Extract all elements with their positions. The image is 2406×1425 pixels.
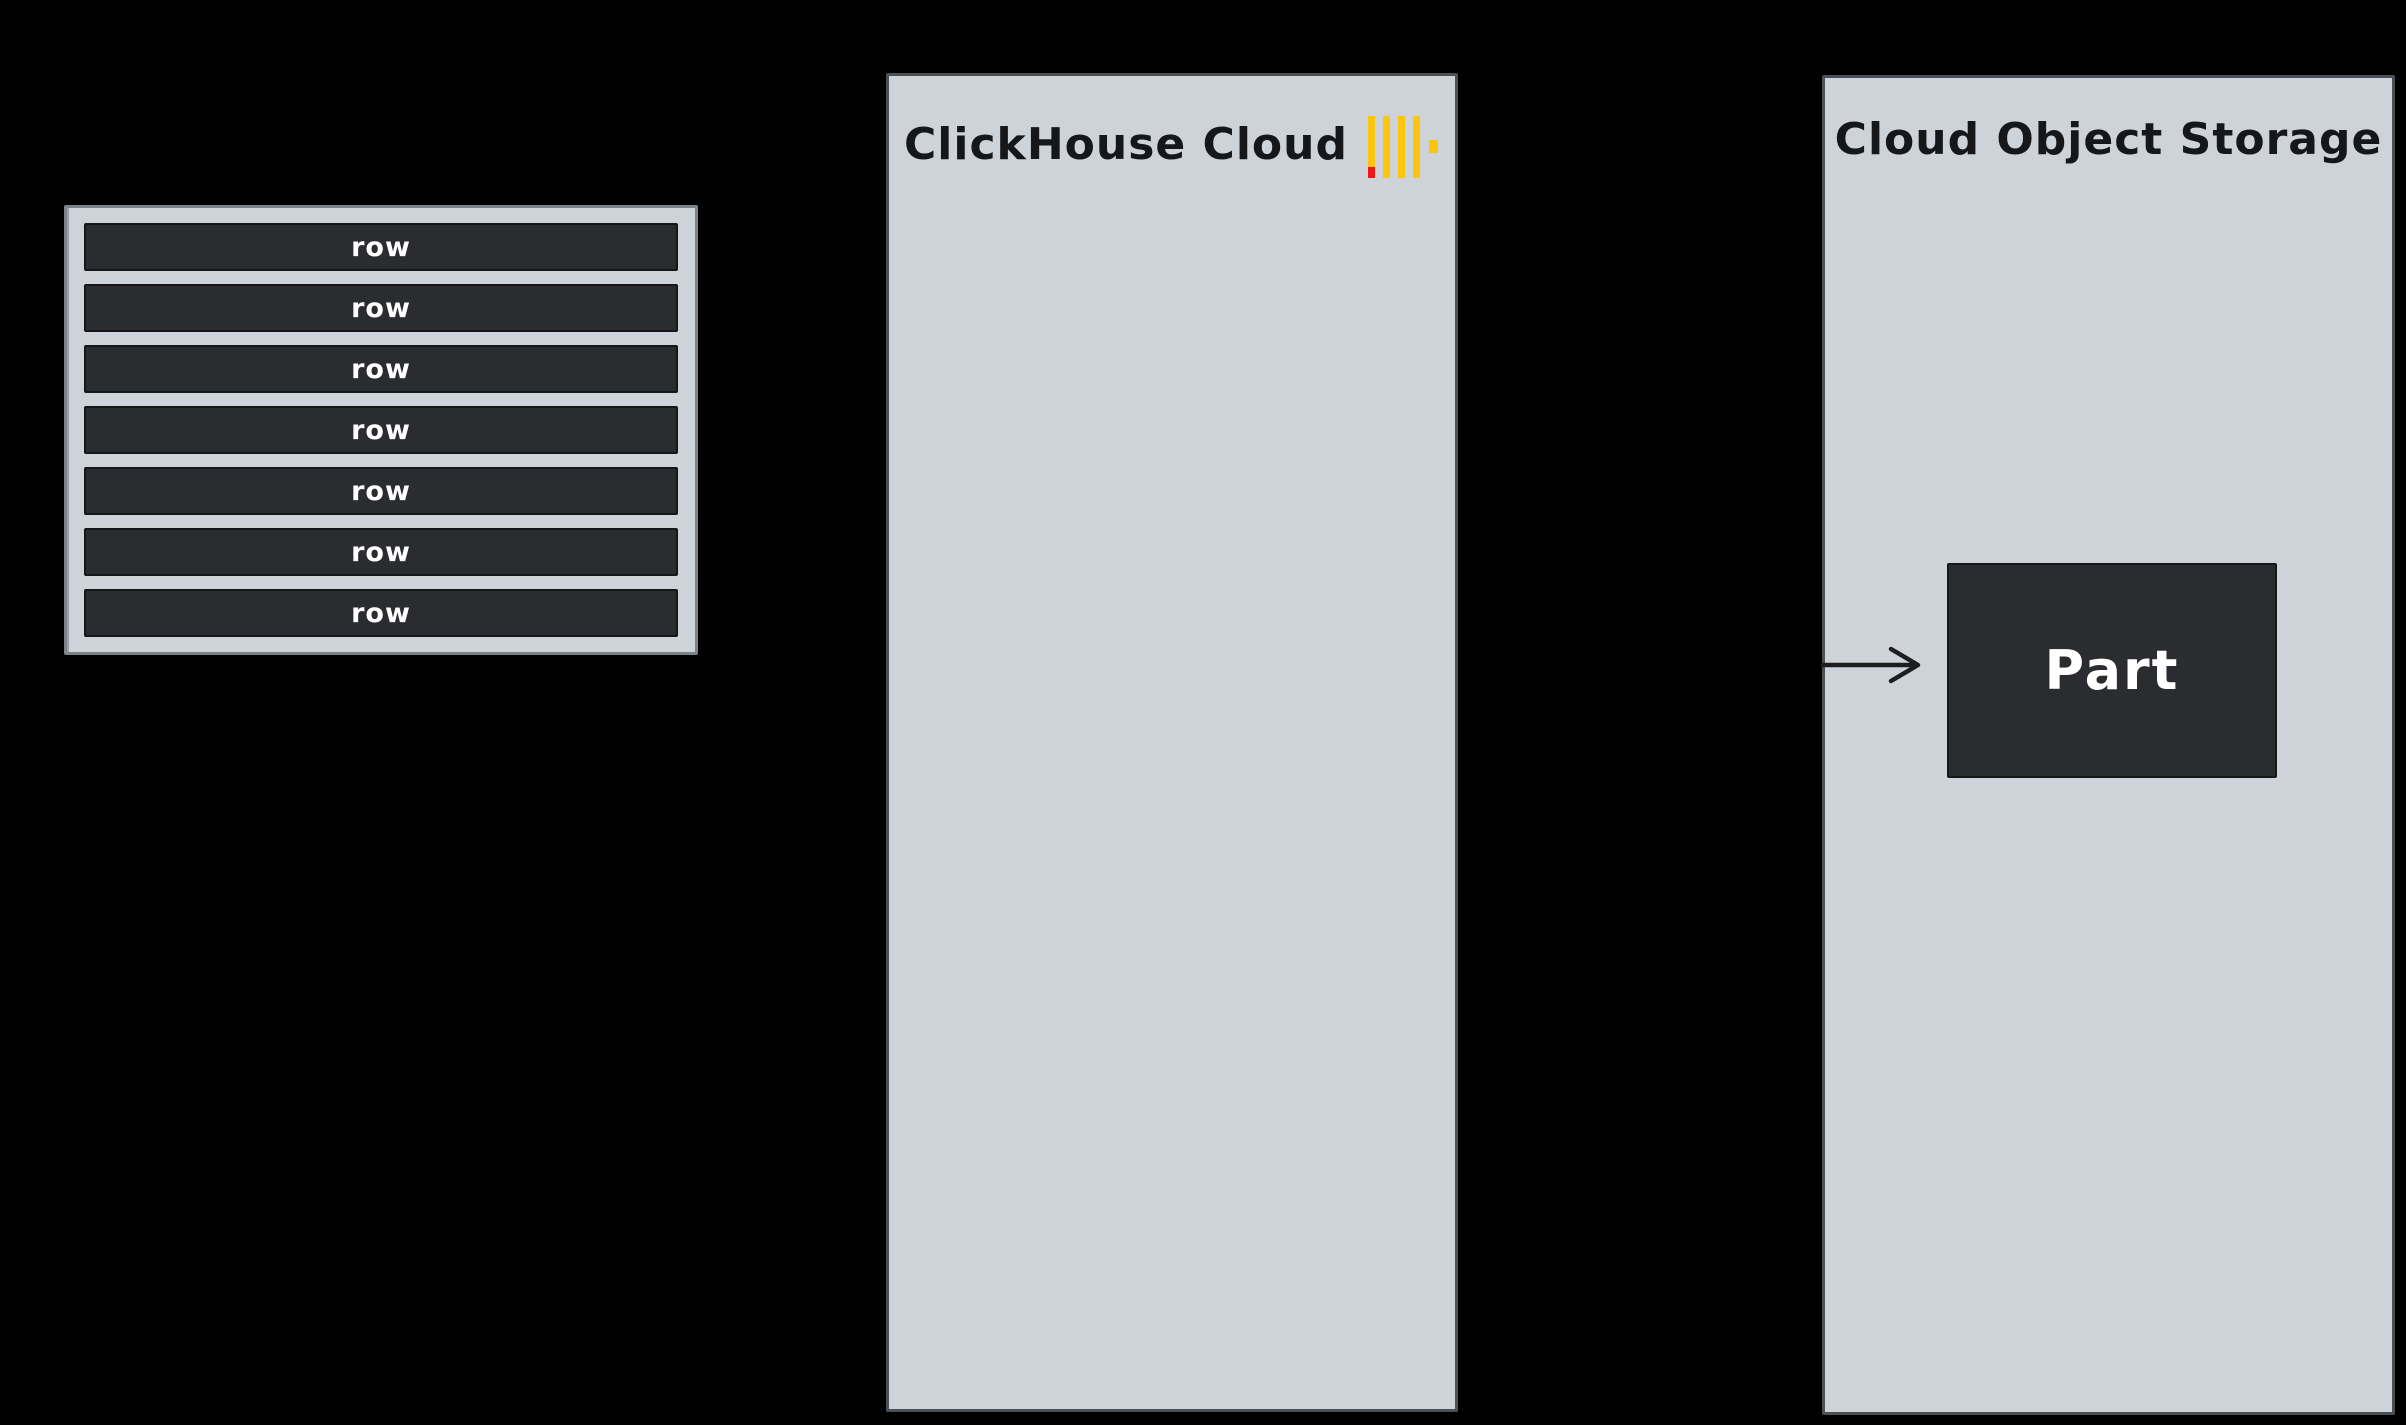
storage-panel-header: Cloud Object Storage	[1825, 114, 2392, 165]
table-row: row	[84, 406, 678, 454]
table-row: row	[84, 467, 678, 515]
clickhouse-panel-title: ClickHouse Cloud	[904, 118, 1348, 170]
table-row: row	[84, 528, 678, 576]
table-row: row	[84, 284, 678, 332]
clickhouse-logo-icon	[1367, 116, 1438, 178]
clickhouse-cloud-panel: ClickHouse Cloud	[886, 73, 1458, 1412]
arrow-icon	[1821, 646, 1921, 684]
table-row: row	[84, 589, 678, 637]
rows-table: row row row row row row row	[64, 205, 698, 655]
part-box-label: Part	[2044, 639, 2180, 702]
table-row: row	[84, 345, 678, 393]
cloud-object-storage-panel: Cloud Object Storage Part	[1821, 75, 2395, 1415]
part-box: Part	[1947, 563, 2277, 778]
storage-panel-title: Cloud Object Storage	[1834, 114, 2383, 165]
table-row: row	[84, 223, 678, 271]
clickhouse-panel-header: ClickHouse Cloud	[889, 112, 1455, 178]
